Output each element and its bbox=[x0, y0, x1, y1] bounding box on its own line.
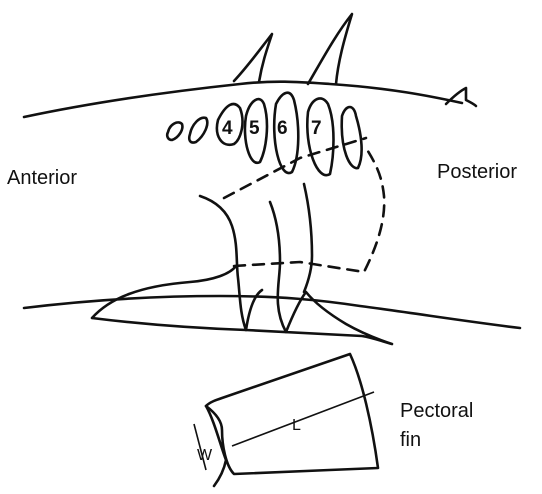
length-measure-line bbox=[232, 392, 374, 446]
dorsal-spine-2 bbox=[308, 14, 352, 84]
arch-line-left bbox=[200, 196, 246, 330]
arch-line-right bbox=[304, 184, 312, 292]
small-opening-1 bbox=[167, 122, 182, 140]
length-label: L bbox=[292, 417, 301, 434]
gill-slit-extra bbox=[342, 107, 362, 168]
gill-number-5: 5 bbox=[249, 118, 260, 139]
pectoral-fin-outline bbox=[206, 354, 378, 474]
gill-number-7: 7 bbox=[311, 118, 322, 139]
dorsal-spine-1 bbox=[234, 34, 272, 82]
small-opening-2 bbox=[189, 118, 207, 143]
gill-number-6: 6 bbox=[277, 118, 288, 139]
dorsal-body-outline bbox=[24, 82, 462, 117]
arch-line-middle bbox=[270, 202, 286, 332]
gill-number-4: 4 bbox=[222, 118, 233, 139]
pectoral-fin-label-line2: fin bbox=[400, 429, 421, 451]
posterior-label: Posterior bbox=[437, 161, 517, 183]
pectoral-fin-label-line1: Pectoral bbox=[400, 400, 473, 422]
anterior-label: Anterior bbox=[7, 167, 77, 189]
width-label: W bbox=[197, 447, 213, 464]
